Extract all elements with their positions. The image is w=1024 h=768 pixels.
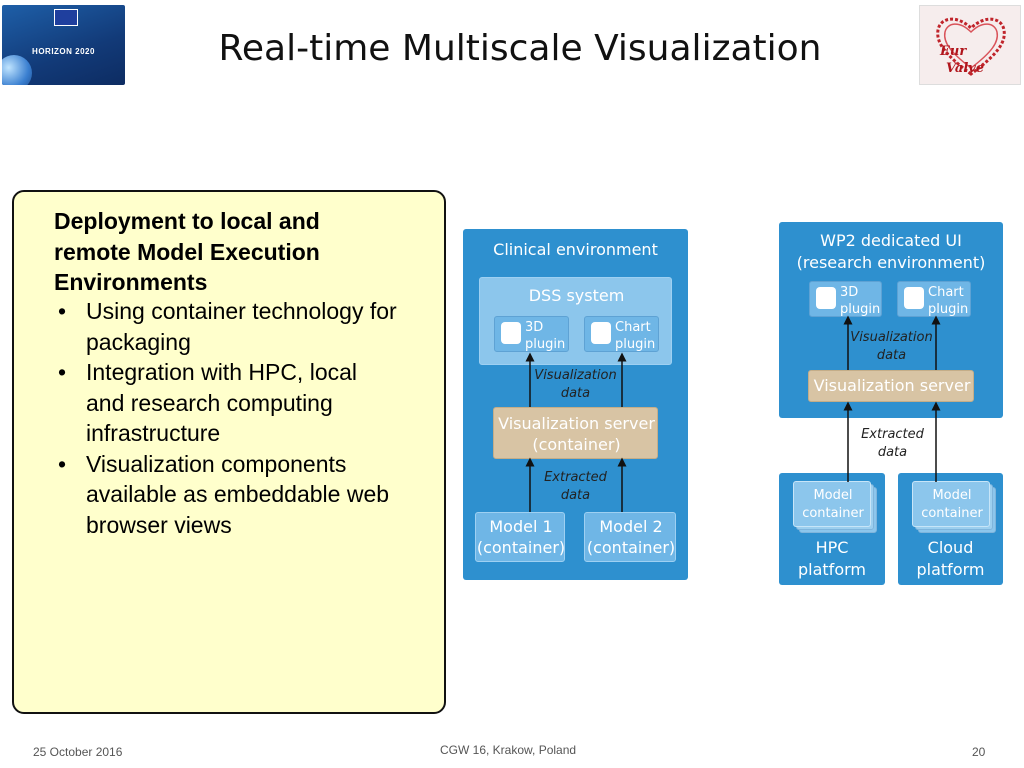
label-line: Extracted (861, 427, 924, 442)
footer-date: 25 October 2016 (33, 745, 123, 759)
bullet-item-container: • Using container technology for packagi… (54, 296, 446, 357)
horizon-logo-text: HORIZON 2020 (32, 47, 95, 56)
eurvalve-logo-word2: Valve (946, 61, 985, 76)
model-line: container (802, 506, 864, 521)
dss-system-box: DSS system 3D plugin Chart plugin (479, 277, 672, 365)
plugin-label: plugin (615, 337, 656, 352)
hpc-platform-panel: Model container HPC platform (779, 473, 885, 585)
model-line: (container) (476, 538, 566, 557)
platform-line: HPC (815, 538, 849, 557)
plugin-label: plugin (525, 337, 566, 352)
cloud-platform-panel: Model container Cloud platform (898, 473, 1003, 585)
clinical-environment-title: Clinical environment (493, 240, 658, 259)
platform-line: platform (798, 560, 866, 579)
eu-flag-icon (54, 9, 78, 26)
title-line: (research environment) (796, 253, 986, 272)
bullet-list: • Using container technology for packagi… (54, 296, 446, 540)
research-environment-title: WP2 dedicated UI (research environment) (779, 230, 1003, 274)
heading-line: Deployment to local and (54, 208, 320, 234)
server-label: Visualization server (813, 376, 971, 395)
description-box: Deployment to local and remote Model Exe… (12, 190, 446, 714)
bullet-line: and research computing (86, 389, 333, 416)
eurvalve-logo: Eur Valve (919, 5, 1021, 85)
label-line: data (560, 386, 591, 401)
plugin-label: 3D (525, 320, 544, 335)
bullet-line: packaging (86, 328, 191, 355)
eurvalve-logo-word1: Eur (940, 44, 967, 59)
model-line: (container) (586, 538, 676, 557)
hpc-model-container: Model container (793, 481, 871, 527)
research-visualization-server: Visualization server (808, 370, 974, 402)
model-line: Model 1 (489, 517, 553, 536)
clinical-visualization-server: Visualization server (container) (493, 407, 658, 459)
footer-page-number: 20 (972, 745, 986, 759)
cloud-platform-label: Cloud platform (898, 537, 1003, 581)
globe-icon (2, 55, 32, 85)
bullet-line: browser views (86, 511, 232, 538)
label-line: data (876, 348, 907, 363)
research-visualization-data-label: Visualization data (839, 329, 944, 365)
clinical-extracted-data-label: Extracted data (523, 469, 628, 505)
chart-plugin-icon (591, 322, 611, 344)
clinical-chart-plugin: Chart plugin (584, 316, 659, 352)
plugin-label: Chart (615, 320, 651, 335)
model-line: container (921, 506, 983, 521)
model-2-container: Model 2 (container) (584, 512, 676, 562)
model-line: Model 2 (599, 517, 663, 536)
page-title: Real-time Multiscale Visualization (218, 28, 822, 69)
footer-event: CGW 16, Krakow, Poland (440, 743, 577, 757)
heart-plugin-icon (816, 287, 836, 309)
label-line: data (877, 445, 908, 460)
platform-line: Cloud (927, 538, 974, 557)
plugin-label: Chart (928, 285, 964, 300)
horizon-2020-logo: HORIZON 2020 (2, 5, 125, 85)
bullet-line: Using container technology for (86, 298, 397, 324)
chart-plugin-icon (904, 287, 924, 309)
server-line: (container) (532, 435, 621, 454)
research-extracted-data-label: Extracted data (840, 426, 945, 462)
plugin-label: 3D (840, 285, 859, 300)
heading-line: Environments (54, 269, 208, 295)
server-line: Visualization server (498, 414, 655, 433)
plugin-label: plugin (928, 302, 969, 317)
bullet-line: available as embeddable web (86, 481, 390, 507)
heart-plugin-icon (501, 322, 521, 344)
label-line: data (560, 488, 591, 503)
dss-system-title: DSS system (528, 286, 625, 305)
model-line: Model (932, 488, 972, 503)
clinical-visualization-data-label: Visualization data (523, 367, 628, 403)
label-line: Visualization (850, 330, 933, 345)
bullet-line: Visualization components (86, 450, 347, 477)
clinical-3d-plugin: 3D plugin (494, 316, 569, 352)
heart-icon (936, 17, 1006, 76)
heading-line: remote Model Execution (54, 238, 320, 265)
hpc-platform-label: HPC platform (779, 537, 885, 581)
title-line: WP2 dedicated UI (820, 231, 962, 250)
bullet-item-hpc: • Integration with HPC, local and resear… (54, 357, 446, 449)
description-heading: Deployment to local and remote Model Exe… (54, 206, 394, 298)
platform-line: platform (916, 560, 985, 579)
clinical-environment-panel: Clinical environment DSS system 3D plugin… (463, 229, 688, 580)
model-1-container: Model 1 (container) (475, 512, 565, 562)
research-environment-panel: WP2 dedicated UI (research environment) … (779, 222, 1003, 418)
bullet-line: infrastructure (86, 420, 221, 446)
bullet-line: Integration with HPC, local (86, 359, 358, 385)
model-line: Model (813, 488, 853, 503)
plugin-label: plugin (840, 302, 881, 317)
cloud-model-container: Model container (912, 481, 990, 527)
label-line: Extracted (544, 470, 607, 485)
bullet-item-components: • Visualization components available as … (54, 449, 446, 541)
label-line: Visualization (534, 368, 617, 383)
